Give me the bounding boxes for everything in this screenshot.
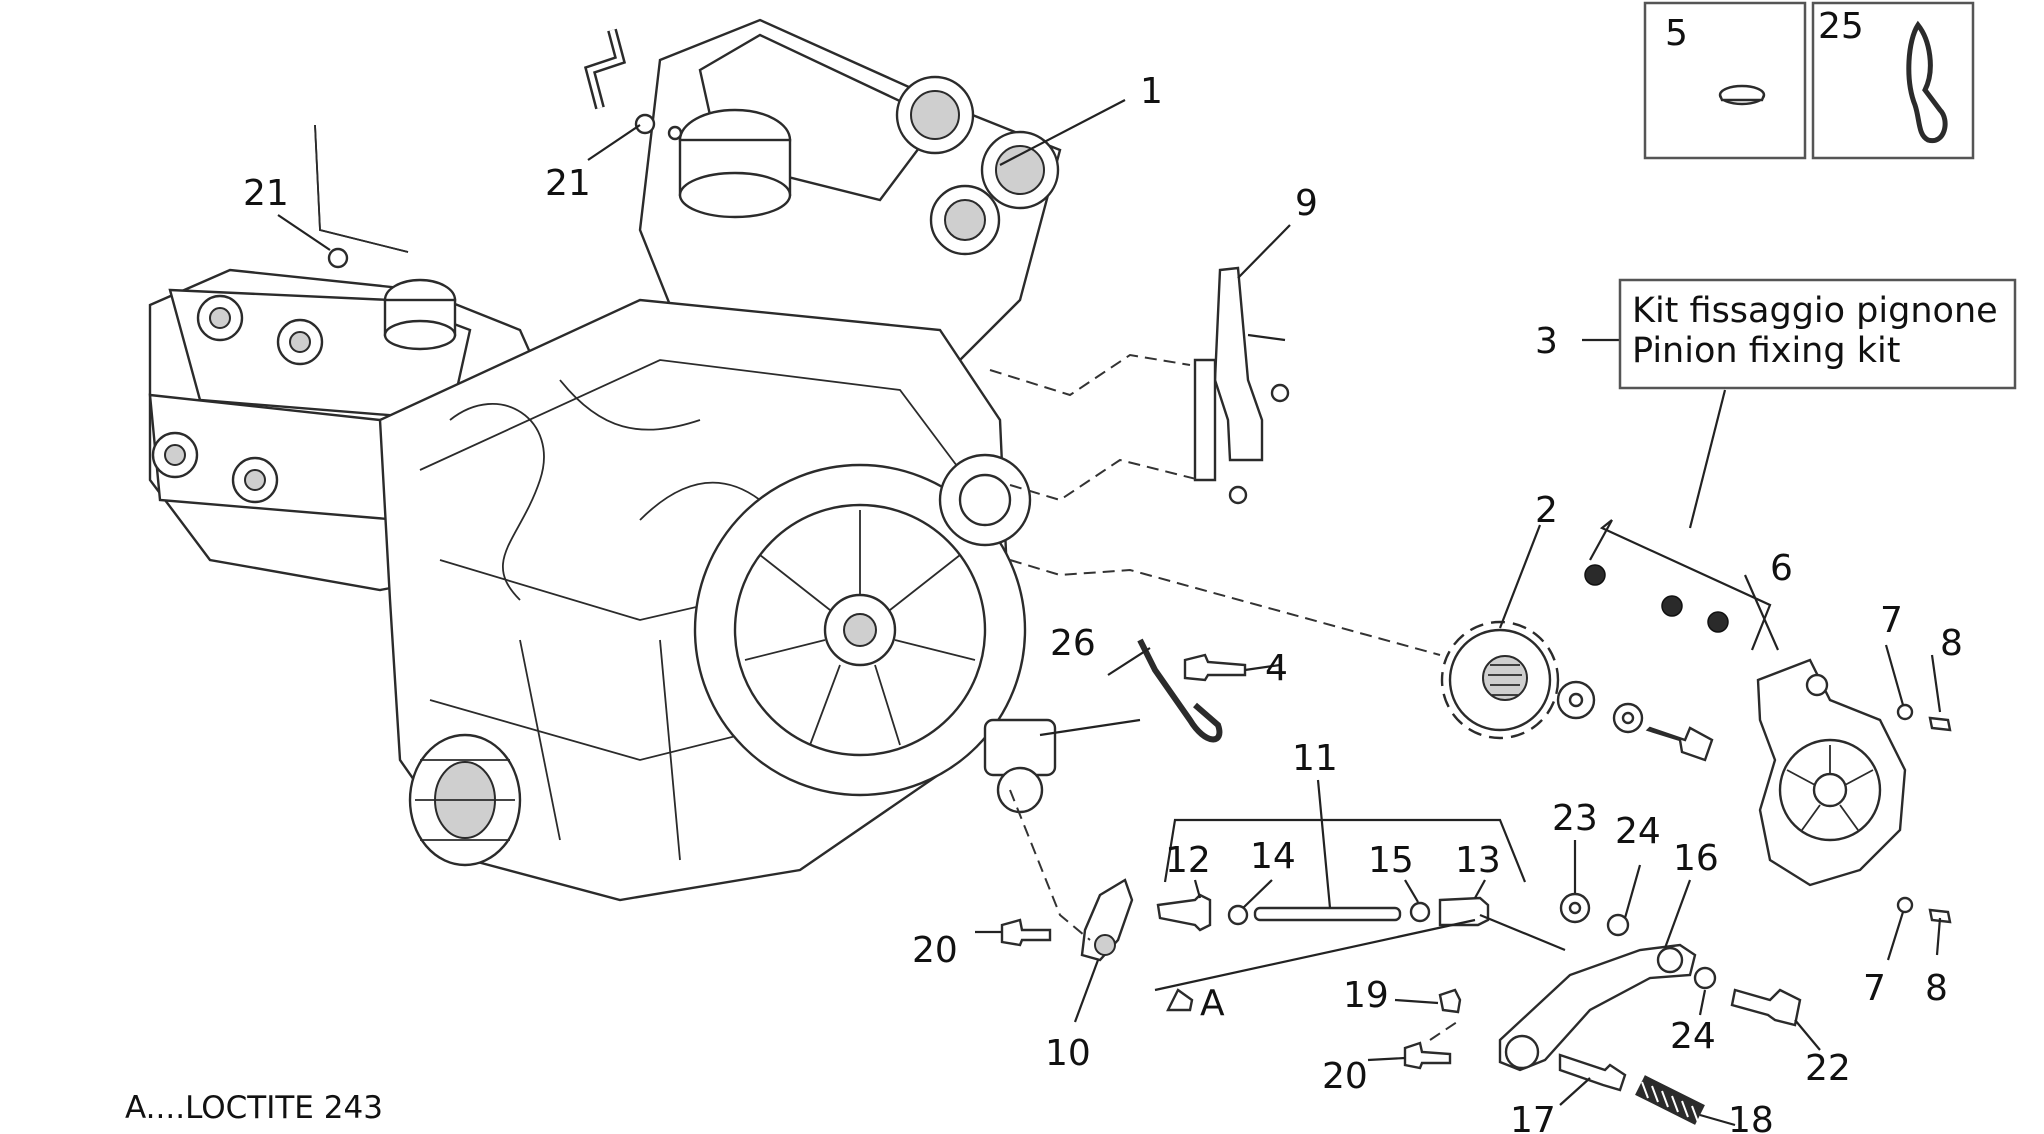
bolt-part-4 <box>1183 653 1247 682</box>
callout-24-bottom: 24 <box>1670 1016 1716 1057</box>
rod-end-part-12 <box>1156 893 1212 932</box>
pin-part-17 <box>1558 1053 1627 1092</box>
callout-2: 2 <box>1535 490 1558 531</box>
pin-part-19 <box>1438 988 1462 1014</box>
footer-loctite-note: A....LOCTITE 243 <box>125 1090 383 1126</box>
kit-label-english: Pinion fixing kit <box>1632 331 1900 371</box>
callout-20-left: 20 <box>912 930 958 971</box>
inset-box-part-25 <box>1811 1 1975 160</box>
kit-label-box <box>1618 278 2017 390</box>
kit-label-italian: Kit fissaggio pignone <box>1632 291 1998 331</box>
bolt-part-22 <box>1730 988 1802 1027</box>
rod-end-part-13 <box>1438 896 1490 927</box>
sprocket-part-2 <box>1440 620 1560 740</box>
callout-9: 9 <box>1295 183 1318 224</box>
callout-21-top: 21 <box>545 163 591 204</box>
sprocket-cover-part-6 <box>1756 658 1907 887</box>
rod-part-11 <box>1253 906 1402 922</box>
callout-4: 4 <box>1265 648 1288 689</box>
callout-17: 17 <box>1510 1100 1556 1134</box>
callout-26: 26 <box>1050 623 1096 664</box>
bracket-part-9 <box>1213 266 1264 462</box>
callout-10: 10 <box>1045 1033 1091 1074</box>
spring-part-18 <box>1635 1075 1705 1125</box>
callout-7-top: 7 <box>1880 600 1903 641</box>
loctite-marker-a: A <box>1200 983 1225 1024</box>
kit-bolt <box>1645 726 1714 762</box>
callout-15: 15 <box>1368 840 1414 881</box>
clip-part-26 <box>1137 638 1223 743</box>
callout-11: 11 <box>1292 738 1338 779</box>
callout-19: 19 <box>1343 975 1389 1016</box>
washer-part-24-top <box>1606 913 1630 937</box>
callout-3: 3 <box>1535 321 1558 362</box>
callout-22: 22 <box>1805 1048 1851 1089</box>
callout-20-bottom: 20 <box>1322 1056 1368 1097</box>
clip-part-25 <box>1906 20 1948 144</box>
callout-13: 13 <box>1455 840 1501 881</box>
inset-box-part-5 <box>1643 1 1807 160</box>
callout-25: 25 <box>1818 6 1864 47</box>
callout-1: 1 <box>1140 71 1163 112</box>
callout-14: 14 <box>1250 836 1296 877</box>
callout-6: 6 <box>1770 548 1793 589</box>
callout-18: 18 <box>1728 1100 1774 1134</box>
callout-24-top: 24 <box>1615 811 1661 852</box>
callout-8-top: 8 <box>1940 623 1963 664</box>
washer-part-24-bottom <box>1693 966 1717 990</box>
callout-8-bottom: 8 <box>1925 968 1948 1009</box>
callout-23: 23 <box>1552 798 1598 839</box>
gear-pedal-part-16 <box>1498 943 1697 1072</box>
callout-21-left: 21 <box>243 173 289 214</box>
callout-12: 12 <box>1165 840 1211 881</box>
callout-5: 5 <box>1665 13 1688 54</box>
engine-assembly <box>148 18 1062 902</box>
callout-16: 16 <box>1673 838 1719 879</box>
callout-7-bottom: 7 <box>1863 968 1886 1009</box>
